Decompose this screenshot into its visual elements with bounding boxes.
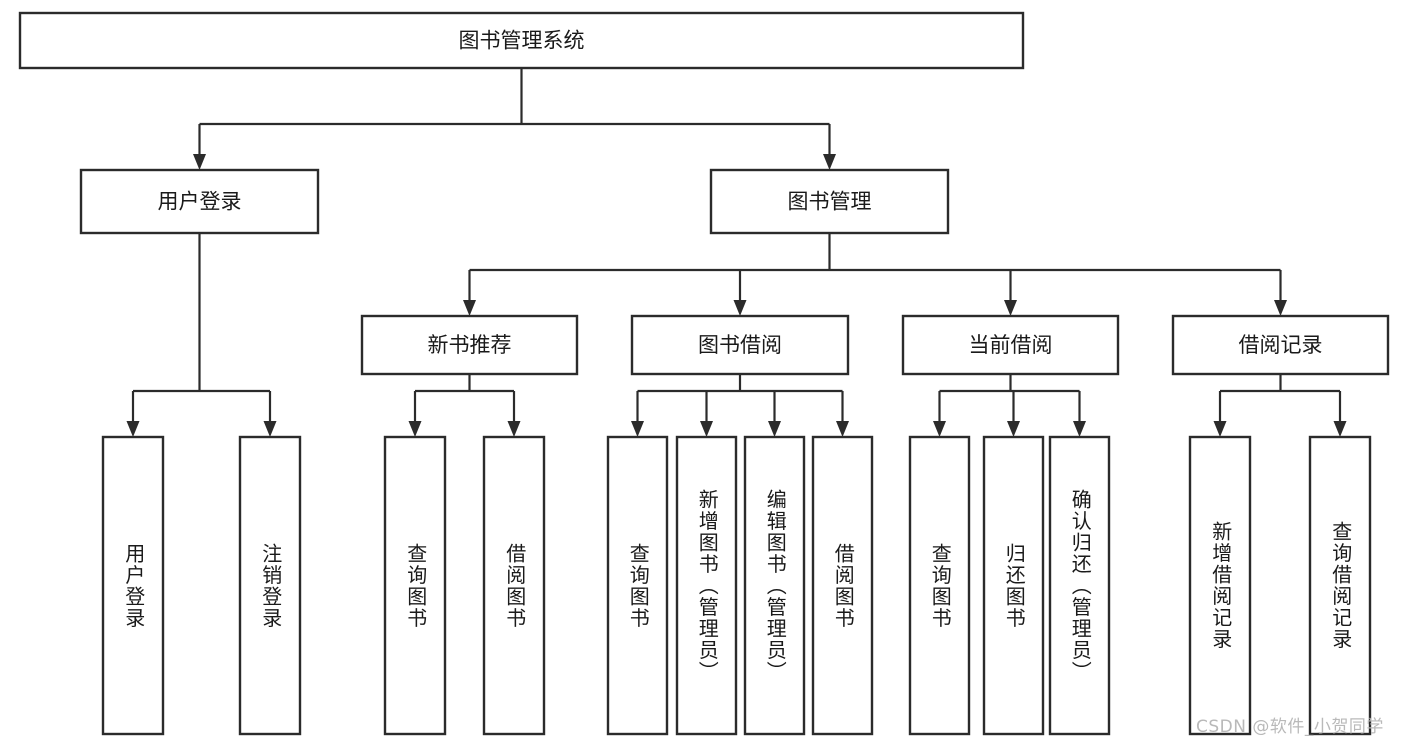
node-leaf-logout[interactable] <box>238 435 302 736</box>
node-current-borrow[interactable] <box>901 314 1120 376</box>
node-leaf-confirm-return[interactable] <box>1048 435 1111 736</box>
connector-layer <box>126 68 1347 437</box>
node-leaf-borrow-book-1[interactable] <box>482 435 546 736</box>
arrow-head-icon <box>768 421 781 437</box>
arrow-head-icon <box>1333 421 1347 437</box>
node-label-root: 图书管理系统 <box>459 29 585 53</box>
node-leaf-edit-book[interactable] <box>743 435 806 736</box>
arrow-head-icon <box>836 421 849 437</box>
node-label-book-manage: 图书管理 <box>788 190 872 214</box>
arrow-head-icon <box>933 421 946 437</box>
node-leaf-return-book[interactable] <box>982 435 1045 736</box>
arrow-head-icon <box>193 154 206 170</box>
arrow-head-icon <box>1004 300 1017 316</box>
node-leaf-query-record[interactable] <box>1308 435 1372 736</box>
arrow-head-icon <box>1073 421 1086 437</box>
arrow-head-icon <box>733 300 747 316</box>
arrow-head-icon <box>1213 421 1227 437</box>
arrow-head-icon <box>408 421 422 437</box>
arrow-head-icon <box>463 300 476 316</box>
node-book-borrow[interactable] <box>630 314 850 376</box>
node-root[interactable] <box>18 11 1025 70</box>
node-leaf-user-login[interactable] <box>101 435 165 736</box>
node-label-new-book-rec: 新书推荐 <box>428 333 512 357</box>
node-new-book-rec[interactable] <box>360 314 579 376</box>
node-label-current-borrow: 当前借阅 <box>969 333 1053 357</box>
arrow-head-icon <box>631 421 644 437</box>
node-leaf-borrow-book-2[interactable] <box>811 435 874 736</box>
node-leaf-add-book[interactable] <box>675 435 738 736</box>
node-leaf-query-book-1[interactable] <box>383 435 447 736</box>
arrow-head-icon <box>823 154 836 170</box>
node-borrow-record[interactable] <box>1171 314 1390 376</box>
node-leaf-query-book-3[interactable] <box>908 435 971 736</box>
arrow-head-icon <box>263 421 277 437</box>
node-leaf-query-book-2[interactable] <box>606 435 669 736</box>
arrow-head-icon <box>507 421 521 437</box>
arrow-head-icon <box>700 421 713 437</box>
node-book-manage[interactable] <box>709 168 950 235</box>
arrow-head-icon <box>1274 300 1287 316</box>
node-label-book-borrow: 图书借阅 <box>698 333 782 357</box>
node-user-login[interactable] <box>79 168 320 235</box>
node-label-user-login: 用户登录 <box>158 190 242 214</box>
arrow-head-icon <box>1007 421 1020 437</box>
node-label-borrow-record: 借阅记录 <box>1239 333 1323 357</box>
arrow-head-icon <box>126 421 140 437</box>
watermark-text: CSDN @软件_小贺同学 <box>1196 717 1384 737</box>
node-leaf-add-record[interactable] <box>1188 435 1252 736</box>
